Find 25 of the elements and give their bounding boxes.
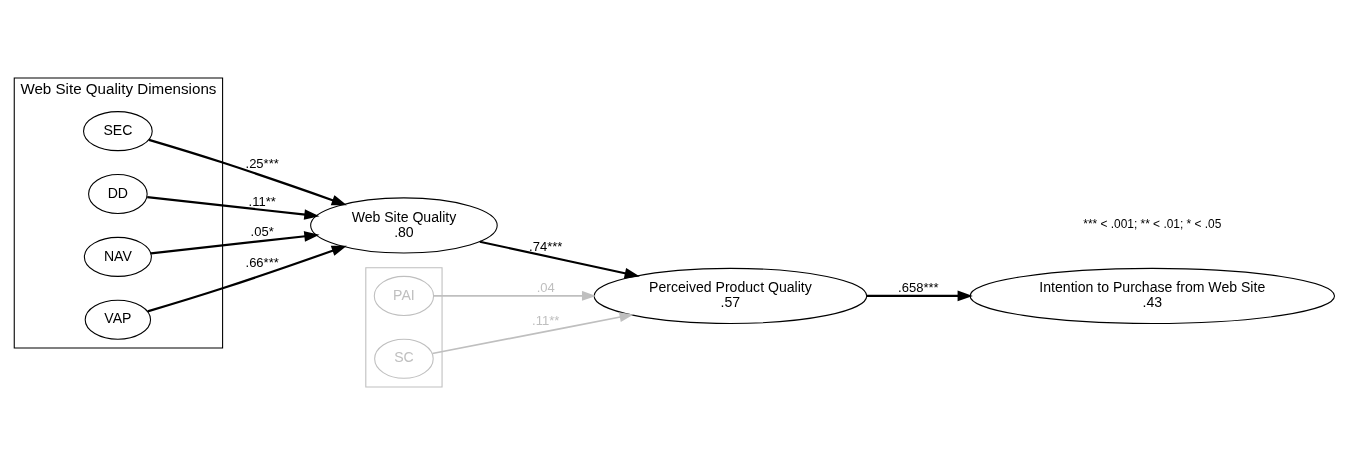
cluster	[365, 267, 443, 388]
arrow	[866, 290, 973, 302]
arrow	[431, 312, 634, 355]
edge-label: .11**	[532, 312, 560, 328]
arrow	[147, 245, 347, 313]
node-ellipse: VAP	[84, 299, 152, 340]
node-ellipse: Intention to Purchase from Web Site .43	[969, 267, 1336, 324]
label: *** < .001; ** < .01; * < .05	[1083, 217, 1222, 232]
arrow	[479, 240, 640, 279]
arrow	[147, 196, 320, 220]
arrow	[148, 138, 347, 206]
edge-label: .74***	[529, 239, 563, 255]
node-ellipse: DD	[88, 173, 148, 215]
edge-label: .04	[536, 280, 555, 296]
edge-label: .05*	[250, 223, 274, 239]
arrow	[150, 231, 320, 255]
arrow	[432, 291, 597, 301]
node-ellipse: NAV	[83, 236, 152, 277]
node-ellipse: SEC	[83, 111, 153, 152]
edge-label: .25***	[245, 155, 279, 171]
edge-label: .11**	[248, 193, 276, 209]
node-ellipse: SC	[374, 338, 434, 379]
edge-label: .658***	[898, 280, 939, 296]
edge-label: .66***	[245, 255, 279, 271]
node-ellipse: PAI	[373, 275, 435, 316]
